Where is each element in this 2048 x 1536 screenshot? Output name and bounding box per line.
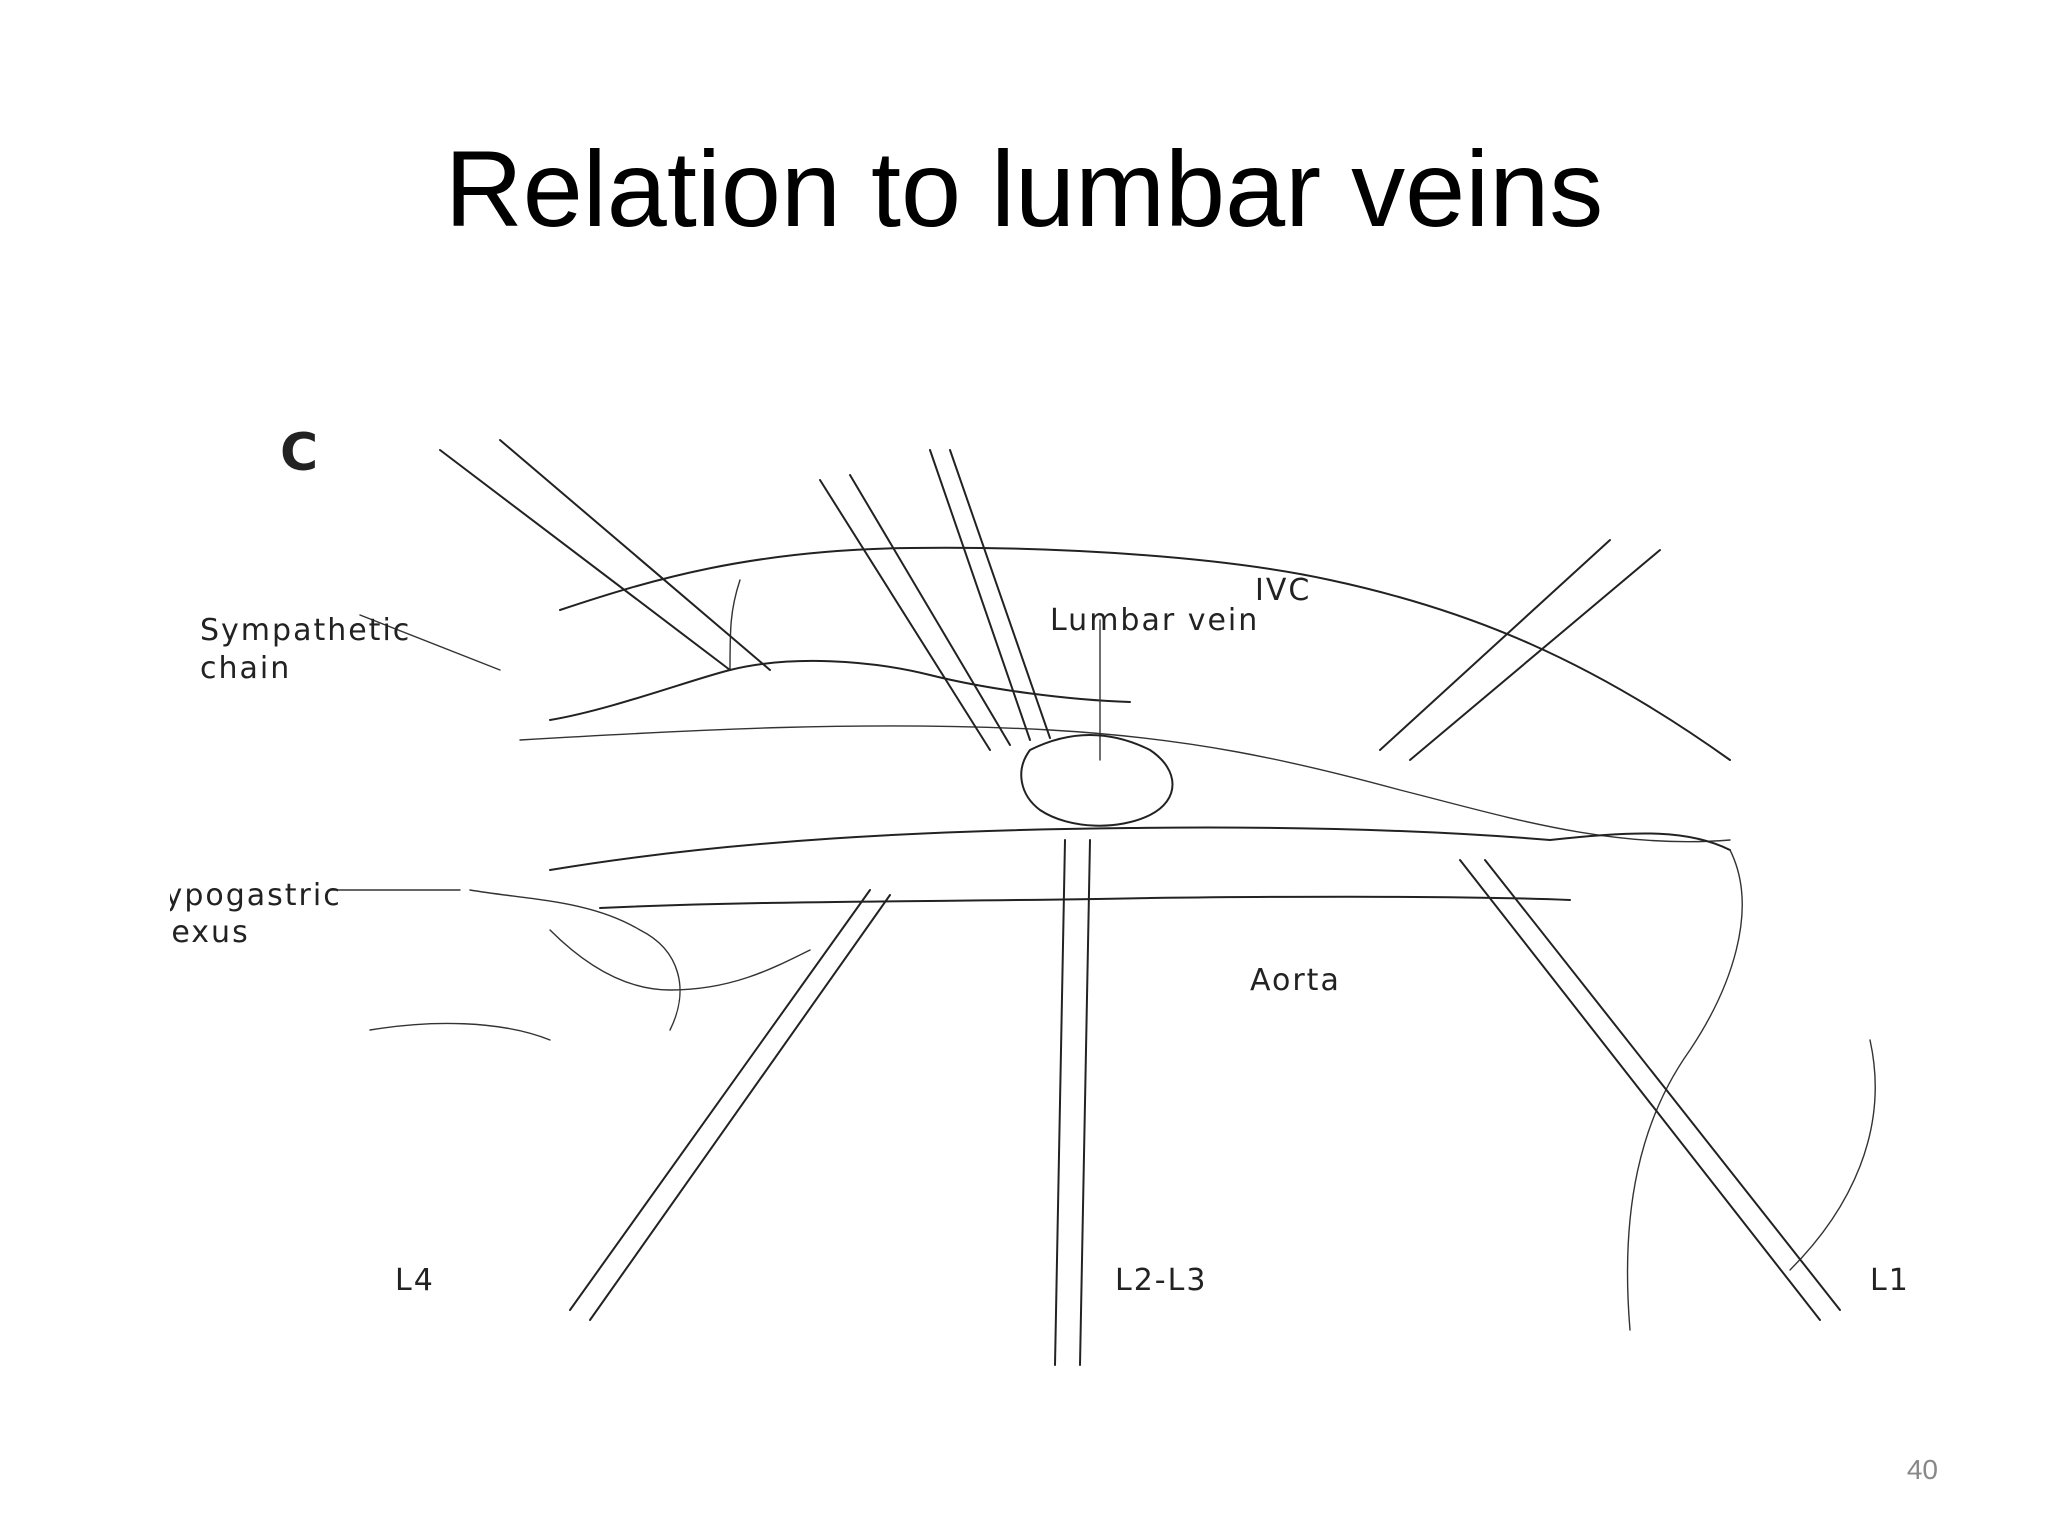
instrument-l4-2: [589, 894, 891, 1321]
page-number: 40: [1906, 1454, 1938, 1485]
label-aorta: Aorta: [1250, 963, 1341, 998]
slide-title: Relation to lumbar veins: [444, 128, 1604, 249]
ivc-lower-edge: [519, 725, 1731, 843]
label-sympathetic-chain-2: chain: [200, 651, 291, 686]
hypogastric-strand-1: [469, 889, 681, 1031]
retractor-upper-left-2: [499, 439, 771, 671]
instrument-l2-l3-2: [1079, 839, 1091, 1366]
label-hypogastric-plexus-1: Hypogastric: [170, 878, 342, 913]
instrument-l4: [569, 889, 871, 1311]
retractor-upper-left: [439, 449, 731, 671]
instrument-l2-l3: [1054, 839, 1066, 1366]
hypogastric-strand-2: [549, 929, 811, 991]
sympathetic-pointer: [359, 614, 501, 671]
forceps-line-3: [929, 449, 1031, 741]
label-l1: L1: [1870, 1263, 1910, 1298]
label-hypogastric-plexus-2: plexus: [170, 915, 250, 950]
retractor-upper-right: [1379, 539, 1611, 751]
forceps-line-4: [949, 449, 1051, 739]
label-l4: L4: [395, 1263, 435, 1298]
sympathetic-branch: [729, 579, 741, 671]
panel-letter: C: [280, 430, 318, 483]
aorta-lower-edge: [599, 895, 1571, 909]
label-l2-l3: L2-L3: [1115, 1263, 1207, 1298]
label-sympathetic-chain-1: Sympathetic: [200, 613, 411, 648]
ivc-outline: [559, 546, 1731, 761]
lumbar-vein-loop: [1020, 734, 1174, 827]
anatomy-diagram: C: [170, 430, 1950, 1370]
sympathetic-chain: [549, 659, 1131, 721]
retractor-upper-right-2: [1409, 549, 1661, 761]
instrument-l1: [1459, 859, 1821, 1321]
label-ivc: IVC: [1255, 573, 1311, 608]
instrument-l1-2: [1484, 859, 1841, 1311]
anatomy-diagram-svg: C: [170, 430, 1910, 1366]
forceps-line-2: [849, 474, 1011, 746]
hypogastric-strand-3: [369, 1022, 551, 1041]
label-lumbar-vein: Lumbar vein: [1050, 603, 1259, 638]
aorta-far-right-edge: [1789, 1039, 1876, 1271]
aorta-upper-edge: [549, 826, 1731, 871]
forceps-line-1: [819, 479, 991, 751]
aorta-right-edge: [1626, 849, 1743, 1331]
